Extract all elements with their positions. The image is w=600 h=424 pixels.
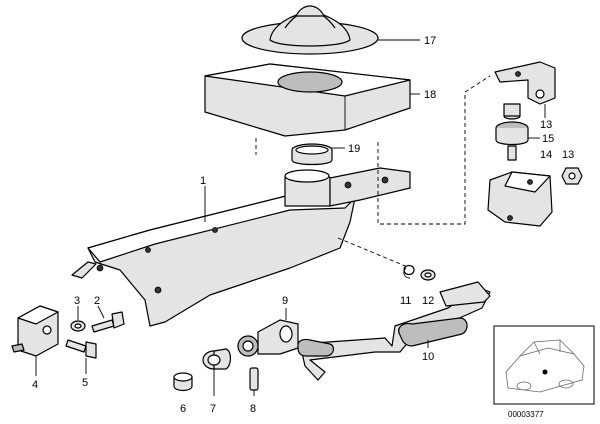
callout-18: 18 bbox=[424, 89, 436, 101]
callout-17: 17 bbox=[424, 35, 436, 47]
part-10-shift-rod[interactable] bbox=[297, 281, 491, 381]
callout-11: 11 bbox=[400, 295, 411, 307]
callout-6: 6 bbox=[180, 403, 186, 415]
callout-13-top: 13 bbox=[540, 119, 552, 131]
part-1-shift-bracket[interactable] bbox=[71, 167, 411, 327]
part-15-rubber-mount[interactable] bbox=[495, 103, 540, 161]
callout-2: 2 bbox=[94, 295, 100, 307]
part-3-washer[interactable] bbox=[70, 306, 86, 332]
part-7-bushing[interactable] bbox=[202, 348, 232, 396]
callout-19: 19 bbox=[348, 143, 360, 155]
part-5-bolt[interactable] bbox=[65, 339, 97, 374]
callout-15: 15 bbox=[542, 133, 554, 145]
part-13-nut[interactable] bbox=[561, 167, 583, 185]
part-2-bolt[interactable] bbox=[91, 305, 125, 333]
part-14-mount-bracket[interactable] bbox=[487, 171, 553, 227]
thumbnail-caption: 00003377 bbox=[508, 410, 544, 419]
part-6-cap[interactable] bbox=[173, 372, 193, 392]
part-13-mount-top[interactable] bbox=[494, 61, 556, 118]
vehicle-thumbnail: 00003377 bbox=[493, 325, 595, 419]
part-12-washer[interactable] bbox=[420, 269, 436, 281]
callout-12: 12 bbox=[422, 295, 434, 307]
callout-8: 8 bbox=[250, 403, 256, 415]
part-17-shift-boot[interactable] bbox=[241, 5, 420, 55]
callout-1: 1 bbox=[200, 175, 206, 187]
callout-13-nut: 13 bbox=[562, 149, 574, 161]
part-8-pin[interactable] bbox=[249, 367, 259, 396]
part-18-insulation[interactable] bbox=[204, 63, 420, 137]
part-19-bushing[interactable] bbox=[291, 143, 345, 166]
part-11-clip[interactable] bbox=[403, 264, 415, 279]
callout-14: 14 bbox=[540, 149, 552, 161]
callout-3: 3 bbox=[74, 295, 80, 307]
part-9-shift-link[interactable] bbox=[237, 308, 299, 357]
part-4-rubber-block[interactable] bbox=[11, 305, 59, 376]
callout-10: 10 bbox=[422, 351, 434, 363]
callout-7: 7 bbox=[210, 403, 216, 415]
callout-4: 4 bbox=[32, 379, 38, 391]
callout-5: 5 bbox=[82, 377, 88, 389]
callout-9: 9 bbox=[282, 295, 288, 307]
